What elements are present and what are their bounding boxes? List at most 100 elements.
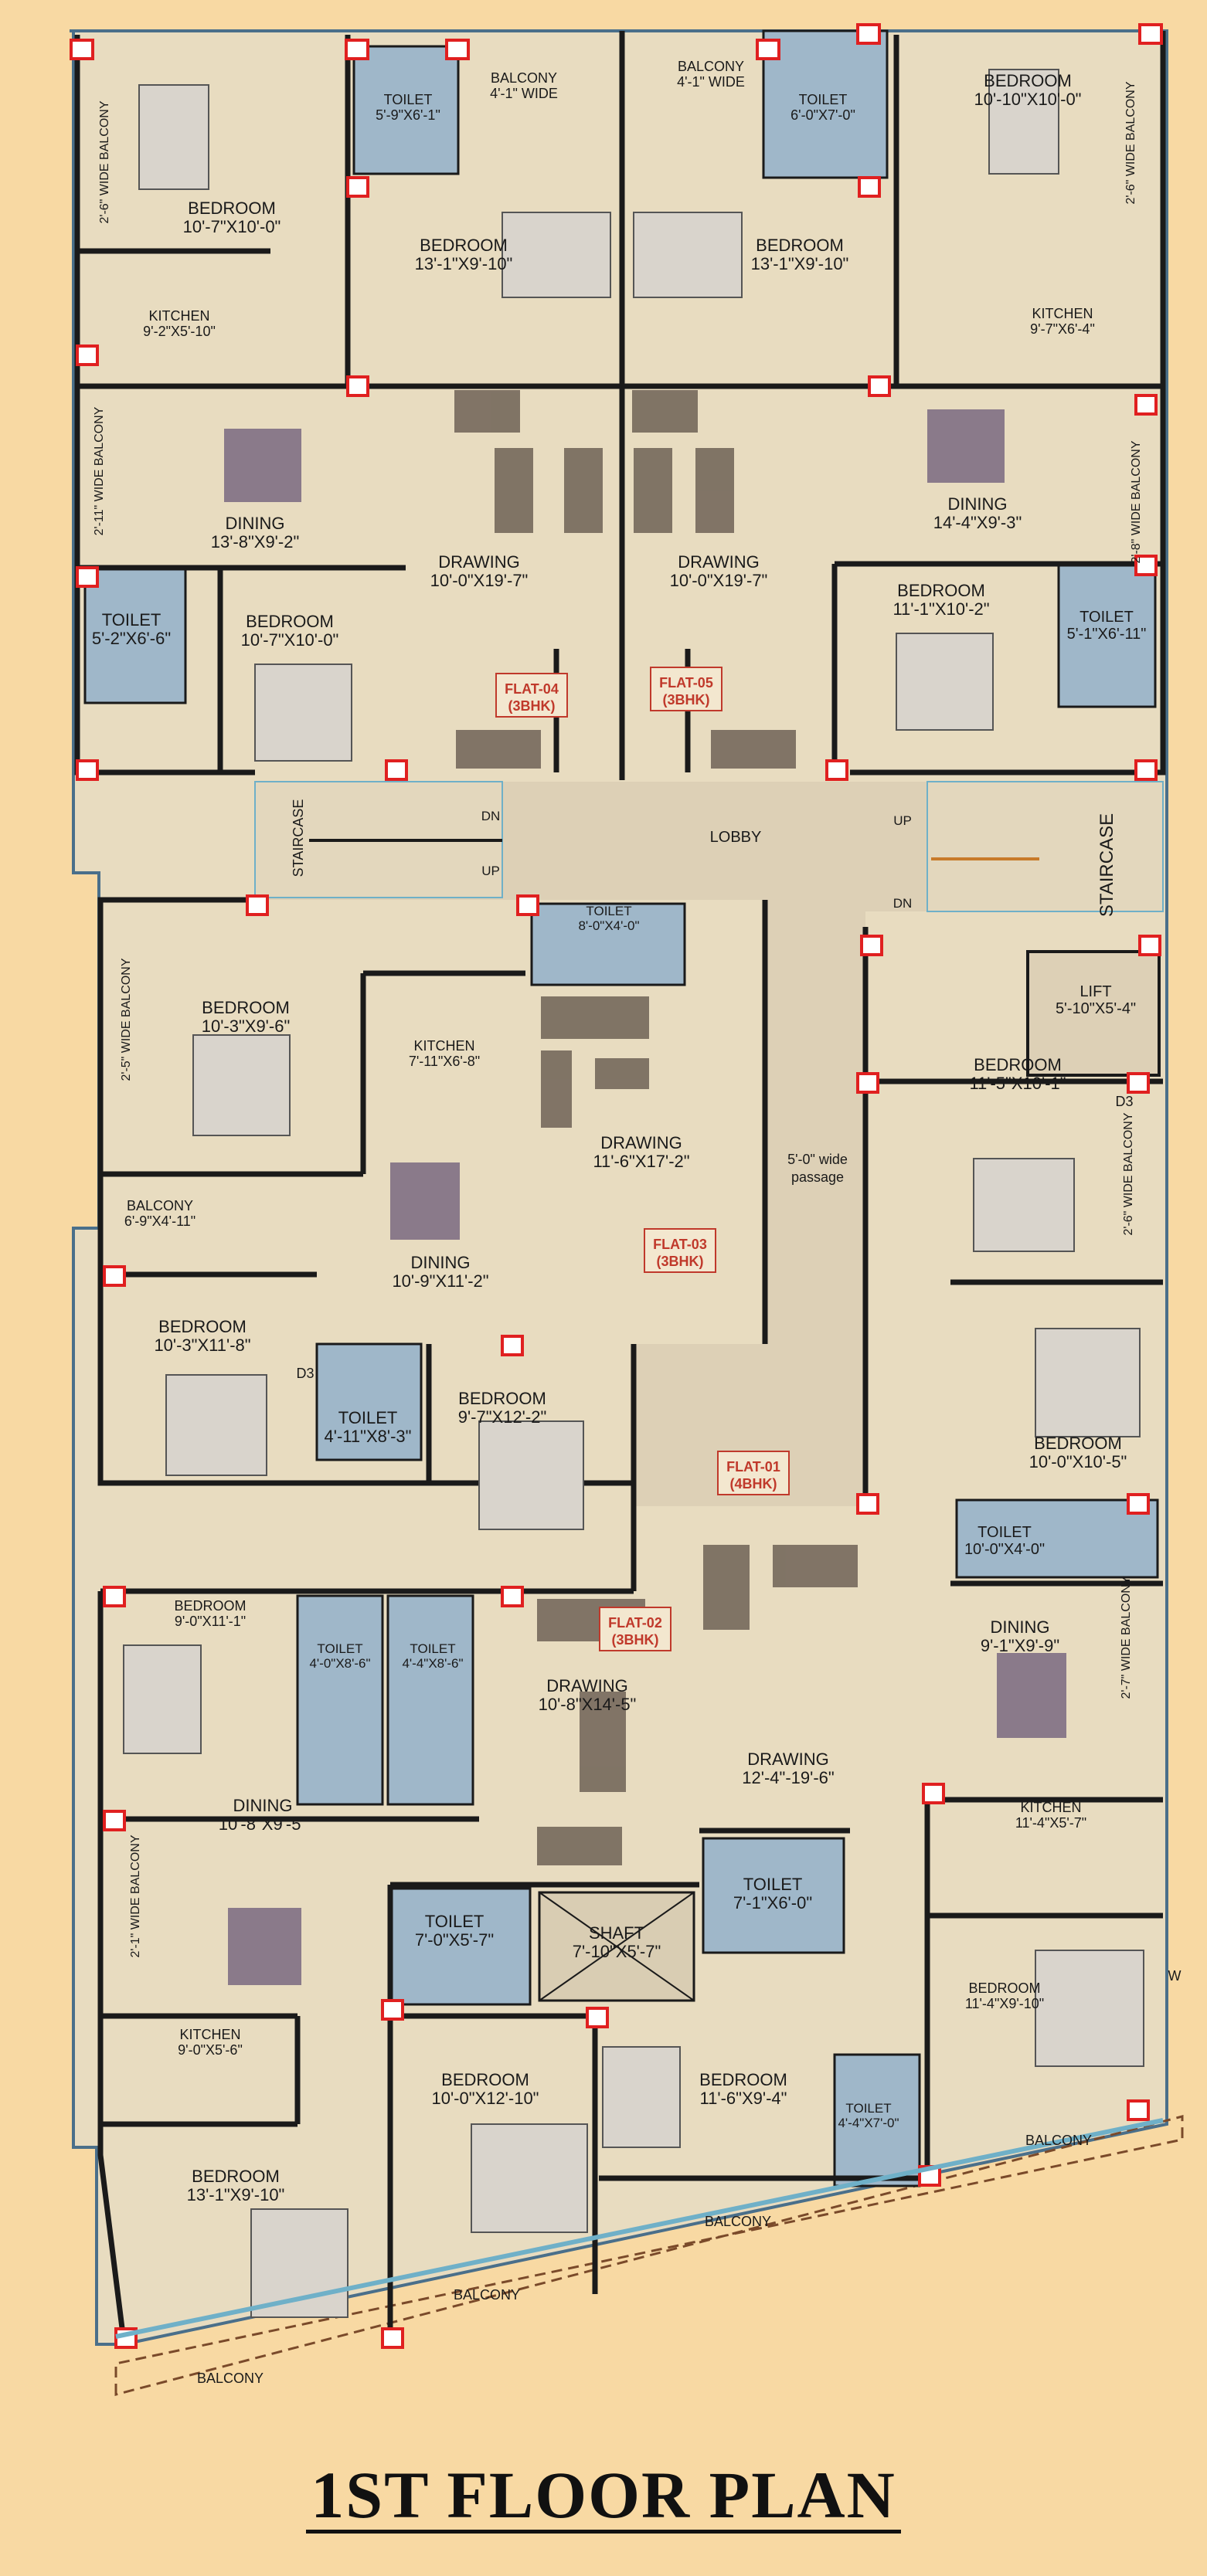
- drawing-f2-dimensions: 10'-8"X14'-5": [539, 1695, 637, 1714]
- bedroom-tl-label: BEDROOM: [188, 199, 276, 218]
- flat-05-name: FLAT-05: [659, 675, 713, 691]
- bedroom-tc-r-dimensions: 13'-1"X9'-10": [751, 254, 849, 273]
- bedroom-f1a-dimensions: 11'-5"X10'-1": [969, 1074, 1066, 1093]
- up-r-label: UP: [893, 813, 912, 828]
- dining-f2-label: DINING: [233, 1796, 293, 1815]
- bedroom-f2a-dimensions: 9'-0"X11'-1": [175, 1614, 246, 1629]
- bedroom-f3a-label: BEDROOM: [202, 998, 290, 1017]
- toilet-tl-dimensions: 5'-9"X6'-1": [376, 107, 440, 123]
- toilet-tr-label: TOILET: [799, 92, 848, 107]
- kitchen-f1-dimensions: 11'-4"X5'-7": [1015, 1815, 1086, 1831]
- balcony-top-l-dimensions: 4'-1" WIDE: [490, 86, 558, 101]
- dining-tables: [224, 409, 1066, 1985]
- sb-5-label: 2'-5" WIDE BALCONY: [120, 958, 133, 1081]
- bedroom-f3a-dimensions: 10'-3"X9'-6": [202, 1016, 291, 1036]
- toilet-f2c-dimensions: 7'-0"X5'-7": [415, 1930, 494, 1950]
- flat-03-type: (3BHK): [657, 1254, 704, 1269]
- bedroom-tr-label: BEDROOM: [984, 71, 1072, 90]
- passage-2-label: passage: [791, 1169, 844, 1185]
- flat-03-tag-box: [644, 1228, 716, 1273]
- flat-01-tag-box: [717, 1451, 790, 1495]
- kitchen-tr-label: KITCHEN: [1032, 306, 1093, 321]
- toilet-tiles: [83, 29, 1159, 2187]
- passage-1-label: 5'-0" wide: [787, 1152, 848, 1167]
- kitchen-f3-dimensions: 7'-11"X6'-8": [409, 1054, 480, 1069]
- bedroom-tc-r-label: BEDROOM: [756, 236, 844, 255]
- bedroom-f3b-label: BEDROOM: [158, 1317, 246, 1336]
- toilet-f1c-dimensions: 4'-4"X7'-0": [838, 2116, 899, 2130]
- dining-f2-dimensions: 10'-8"X9'-5": [219, 1814, 308, 1834]
- sb-7-label: 2'-7" WIDE BALCONY: [1120, 1576, 1133, 1699]
- toilet-f2b-dimensions: 4'-4"X8'-6": [402, 1656, 463, 1671]
- flat-05-tag: FLAT-05(3BHK): [650, 667, 722, 711]
- toilet-f3b-label: TOILET: [338, 1408, 398, 1427]
- toilet-f1c-label: TOILET: [845, 2101, 891, 2116]
- kitchen-f3-label: KITCHEN: [413, 1038, 474, 1054]
- drawing-f1-dimensions: 12'-4"-19'-6": [742, 1768, 834, 1787]
- drawing-f4-dimensions: 10'-0"X19'-7": [430, 571, 529, 590]
- drawing-f3-dimensions: 11'-6"X17'-2": [593, 1152, 689, 1171]
- lift-label: LIFT: [1080, 983, 1111, 1000]
- up-l-label: UP: [481, 864, 500, 878]
- kitchen-f1-label: KITCHEN: [1020, 1800, 1081, 1815]
- flat-04-tag-box: [495, 673, 568, 718]
- bal-f1b-label: BALCONY: [705, 2214, 771, 2229]
- toilet-mr-dimensions: 5'-1"X6'-11": [1067, 626, 1147, 643]
- toilet-f1a-dimensions: 10'-0"X4'-0": [964, 1541, 1045, 1558]
- bedroom-f1b-dimensions: 10'-0"X10'-5": [1029, 1452, 1127, 1471]
- flat-01-tag: FLAT-01(4BHK): [717, 1451, 790, 1495]
- flat-04-tag: FLAT-04(3BHK): [495, 673, 568, 718]
- beds: [123, 69, 1144, 2318]
- bedroom-f2c-dimensions: 13'-1"X9'-10": [187, 2185, 285, 2204]
- bedroom-ml-dimensions: 10'-7"X10'-0": [241, 630, 339, 650]
- bedroom-f1b-label: BEDROOM: [1034, 1434, 1122, 1453]
- bal-f2a-label: BALCONY: [454, 2287, 520, 2303]
- flat-01-type: (4BHK): [730, 1476, 777, 1492]
- toilet-f2c-label: TOILET: [425, 1912, 484, 1931]
- toilet-f1b-label: TOILET: [743, 1875, 803, 1894]
- bedroom-tl-dimensions: 10'-7"X10'-0": [183, 217, 281, 236]
- bedroom-tc-l-label: BEDROOM: [420, 236, 508, 255]
- d3-b-label: D3: [296, 1366, 314, 1381]
- flat-02-name: FLAT-02: [608, 1615, 662, 1631]
- kitchen-f2-label: KITCHEN: [179, 2027, 240, 2042]
- flat-02-tag: FLAT-02(3BHK): [599, 1607, 672, 1651]
- shaft-dimensions: 7'-10"X5'-7": [573, 1942, 661, 1961]
- bedroom-mr-dimensions: 11'-1"X10'-2": [892, 599, 989, 619]
- dining-f3-dimensions: 10'-9"X11'-2": [392, 1271, 488, 1291]
- walls: [74, 31, 1166, 2344]
- drawing-f4-label: DRAWING: [438, 552, 520, 572]
- staircase-left: [254, 781, 503, 898]
- dining-f3-label: DINING: [411, 1253, 471, 1272]
- toilet-f3-dimensions: 8'-0"X4'-0": [578, 918, 639, 933]
- staircase-l-label: STAIRCASE: [291, 799, 306, 877]
- kitchen-tl-dimensions: 9'-2"X5'-10": [143, 324, 216, 339]
- toilet-f2a-dimensions: 4'-0"X8'-6": [309, 1656, 370, 1671]
- toilet-f3-label: TOILET: [586, 904, 631, 918]
- dining-tr-dimensions: 14'-4"X9'-3": [933, 513, 1022, 532]
- plan-title-text: 1ST FLOOR PLAN: [306, 2460, 901, 2534]
- sb-2-label: 2'-6" WIDE BALCONY: [1124, 81, 1137, 204]
- dining-f1-dimensions: 9'-1"X9'-9": [981, 1636, 1059, 1655]
- dn-r-label: DN: [893, 896, 913, 911]
- dining-tl-dimensions: 13'-8"X9'-2": [211, 532, 300, 552]
- sb-6-label: 2'-6" WIDE BALCONY: [1122, 1112, 1135, 1235]
- dn-l-label: DN: [481, 809, 501, 823]
- lift-dimensions: 5'-10"X5'-4": [1056, 1000, 1136, 1017]
- furniture: [454, 390, 858, 1865]
- dining-tl-label: DINING: [226, 514, 285, 533]
- toilet-ml-label: TOILET: [102, 610, 162, 630]
- bedroom-f3c-dimensions: 9'-7"X12'-2": [458, 1407, 547, 1427]
- balcony-top-r-dimensions: 4'-1" WIDE: [677, 74, 745, 90]
- bal-f2b-label: BALCONY: [197, 2371, 264, 2386]
- bedroom-tc-l-dimensions: 13'-1"X9'-10": [415, 254, 513, 273]
- dining-tr-label: DINING: [948, 494, 1008, 514]
- flat-01-name: FLAT-01: [726, 1459, 780, 1475]
- flat-04-type: (3BHK): [508, 698, 556, 714]
- lobby-label: LOBBY: [710, 829, 762, 846]
- shaft-label: SHAFT: [589, 1923, 644, 1943]
- bedroom-f2c-label: BEDROOM: [192, 2167, 280, 2186]
